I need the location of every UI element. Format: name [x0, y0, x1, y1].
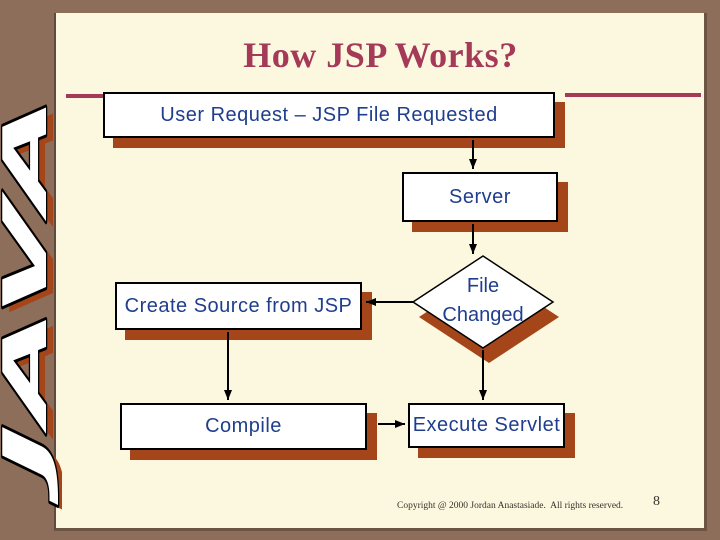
- flow-node-compile-label: Compile: [205, 415, 282, 437]
- flow-node-create-source: Create Source from JSP: [115, 282, 362, 330]
- title-underline-right: [565, 93, 701, 97]
- flow-node-user-request: User Request – JSP File Requested: [103, 92, 555, 138]
- flow-node-file-changed: [411, 255, 559, 363]
- java-logo-shadow-text: JAVA: [0, 101, 62, 511]
- title-underline-left: [66, 94, 104, 98]
- file-changed-label-line2: Changed: [442, 304, 524, 326]
- flow-node-execute-servlet-label: Execute Servlet: [412, 414, 561, 436]
- flow-node-server-label: Server: [449, 185, 511, 208]
- page-number: 8: [653, 494, 660, 509]
- java-logo: JAVA JAVA: [0, 94, 62, 511]
- file-changed-diamond: [411, 255, 555, 349]
- flow-node-user-request-label: User Request – JSP File Requested: [160, 103, 498, 126]
- slide-content-area: [54, 13, 707, 531]
- flow-node-server: Server: [402, 172, 558, 222]
- flow-node-compile: Compile: [120, 403, 367, 450]
- slide-title: How JSP Works?: [243, 35, 518, 75]
- flow-node-execute-servlet: Execute Servlet: [408, 403, 565, 448]
- java-logo-text: JAVA: [0, 95, 61, 505]
- copyright-footer: Copyright @ 2000 Jordan Anastasiade. All…: [397, 501, 624, 511]
- flow-node-create-source-label: Create Source from JSP: [124, 294, 353, 317]
- file-changed-label-line1: File: [466, 275, 500, 297]
- flow-node-file-changed-label: File Changed: [423, 272, 543, 330]
